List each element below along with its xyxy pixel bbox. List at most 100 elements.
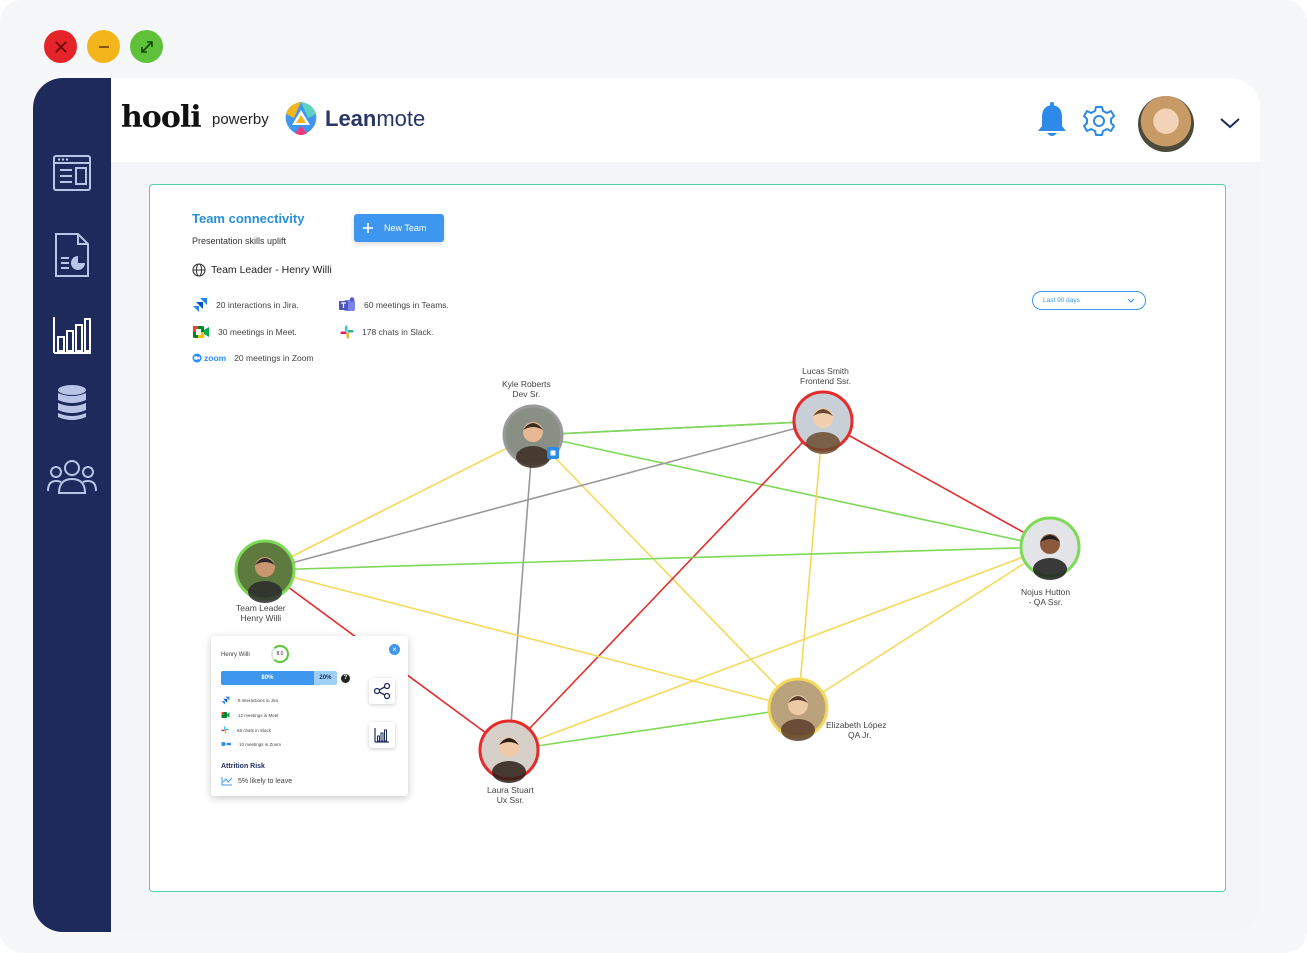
graph-edge-lucas-laura — [508, 420, 824, 751]
sidebar-item-database[interactable] — [47, 378, 97, 428]
graph-edge-nojus-elizabeth — [797, 546, 1051, 709]
popup-score-ring: 8.0 — [271, 645, 289, 663]
popup-member-name: Henry Willi — [221, 652, 250, 658]
zoom-wordmark: zoom — [204, 353, 227, 363]
sidebar — [33, 78, 111, 932]
stat-jira-text: 20 interactions in Jira. — [216, 300, 299, 310]
maximize-window-button[interactable] — [130, 30, 163, 63]
member-detail-popup: Henry Willi 8.0 × 80% 20% ? 8 interactio… — [211, 636, 408, 796]
share-button[interactable] — [369, 678, 395, 704]
node-role: - QA Ssr. — [1028, 597, 1063, 607]
popup-split-bar: 80% 20% — [221, 671, 337, 685]
node-role: Ux Ssr. — [496, 795, 525, 805]
popup-stat-text: 8 interactions in Jira — [238, 698, 279, 703]
globe-icon — [192, 263, 206, 277]
popup-close-button[interactable]: × — [389, 644, 400, 655]
node-name: Nojus Hutton — [1021, 587, 1071, 597]
stat-teams-text: 60 meetings in Teams. — [364, 300, 449, 310]
bell-icon — [1038, 102, 1066, 136]
slack-icon — [340, 325, 354, 339]
graph-node-henry[interactable] — [234, 539, 296, 603]
graph-node-laura[interactable] — [478, 719, 540, 783]
chevron-down-icon — [1127, 298, 1135, 303]
graph-node-lucas[interactable] — [792, 390, 854, 454]
team-icon — [47, 460, 97, 494]
team-connectivity-panel: Team connectivity Presentation skills up… — [149, 184, 1226, 892]
maximize-icon — [140, 40, 153, 53]
powerby-label: powerby — [212, 111, 269, 128]
avatar-hair — [813, 409, 833, 416]
node-name: Kyle Roberts — [502, 379, 551, 389]
graph-edge-henry-nojus — [264, 546, 1051, 571]
sidebar-item-dashboard[interactable] — [47, 148, 97, 198]
graph-node-elizabeth[interactable] — [767, 677, 829, 741]
member-chart-button[interactable] — [369, 722, 395, 748]
account-menu-toggle[interactable] — [1219, 116, 1241, 134]
avatar-hair — [523, 423, 543, 430]
node-name: Lucas Smith — [802, 366, 849, 376]
avatar-body — [781, 719, 815, 741]
stat-slack-text: 178 chats in Slack. — [362, 327, 434, 337]
share-icon — [373, 682, 391, 700]
graph-edge-kyle-nojus — [532, 434, 1051, 548]
avatar-body — [1033, 558, 1067, 580]
notifications-button[interactable] — [1037, 102, 1067, 143]
close-window-button[interactable] — [44, 30, 77, 63]
panel-title: Team connectivity — [192, 211, 305, 226]
attrition-risk-title: Attrition Risk — [221, 763, 265, 770]
node-role: Frontend Ssr. — [800, 376, 852, 386]
plus-icon — [363, 223, 373, 233]
node-role: Dev Sr. — [512, 389, 541, 399]
settings-button[interactable] — [1083, 105, 1115, 142]
popup-bar-left: 80% — [221, 671, 314, 685]
graph-edge-lucas-kyle — [532, 420, 824, 436]
connectivity-graph — [234, 390, 1081, 783]
avatar-hair — [255, 558, 275, 565]
team-leader-text: Team Leader - Henry Willi — [211, 264, 332, 276]
panel-subtitle: Presentation skills uplift — [192, 236, 287, 246]
graph-edges — [264, 420, 1051, 751]
node-name: Laura Stuart — [487, 785, 534, 795]
popup-stat-text: 10 meetings in Zoom — [239, 741, 282, 747]
new-team-button[interactable]: New Team — [354, 214, 444, 242]
report-icon — [55, 233, 89, 277]
graph-edge-lucas-elizabeth — [797, 420, 824, 709]
minimize-icon — [98, 45, 109, 48]
graph-node-nojus[interactable] — [1019, 516, 1081, 580]
main-content: Team connectivity Presentation skills up… — [111, 162, 1260, 932]
meet-icon — [221, 712, 230, 718]
node-role: QA Jr. — [848, 730, 872, 740]
close-icon: × — [392, 645, 397, 654]
attrition-risk-text: 5% likely to leave — [238, 777, 293, 785]
period-dropdown[interactable]: Last 90 days — [1032, 291, 1146, 310]
user-avatar[interactable] — [1138, 96, 1194, 152]
sidebar-item-analytics[interactable] — [47, 310, 97, 360]
avatar-body — [492, 761, 526, 783]
graph-edge-elizabeth-laura — [508, 707, 799, 751]
stat-meet-text: 30 meetings in Meet. — [218, 327, 297, 337]
graph-edge-kyle-elizabeth — [532, 434, 799, 709]
minimize-window-button[interactable] — [87, 30, 120, 63]
hooli-logo: hooli — [121, 100, 202, 135]
popup-stat-meet: 12 meetings in Meet — [221, 711, 279, 719]
help-icon[interactable]: ? — [341, 674, 350, 683]
leanmote-wordmark: Leanmote — [325, 106, 425, 132]
graph-nodes — [234, 390, 1081, 783]
wordmark-rest: mote — [376, 106, 426, 131]
dashboard-icon — [53, 155, 91, 191]
graph-edge-kyle-laura — [508, 434, 534, 751]
popup-stat-text: 68 chats in Slack — [237, 727, 272, 733]
chart-icon — [374, 728, 389, 743]
avatar-hair — [1040, 535, 1060, 542]
sidebar-item-reports[interactable] — [47, 230, 97, 280]
popup-bar-right: 20% — [313, 671, 337, 685]
popup-stat-jira: 8 interactions in Jira — [221, 696, 278, 705]
avatar-body — [516, 446, 550, 468]
team-leader: Team Leader - Henry Willi — [192, 263, 332, 277]
meet-icon — [193, 326, 209, 338]
sidebar-item-team[interactable] — [47, 452, 97, 502]
node-label-nojus: Nojus Hutton- QA Ssr. — [1021, 587, 1070, 607]
